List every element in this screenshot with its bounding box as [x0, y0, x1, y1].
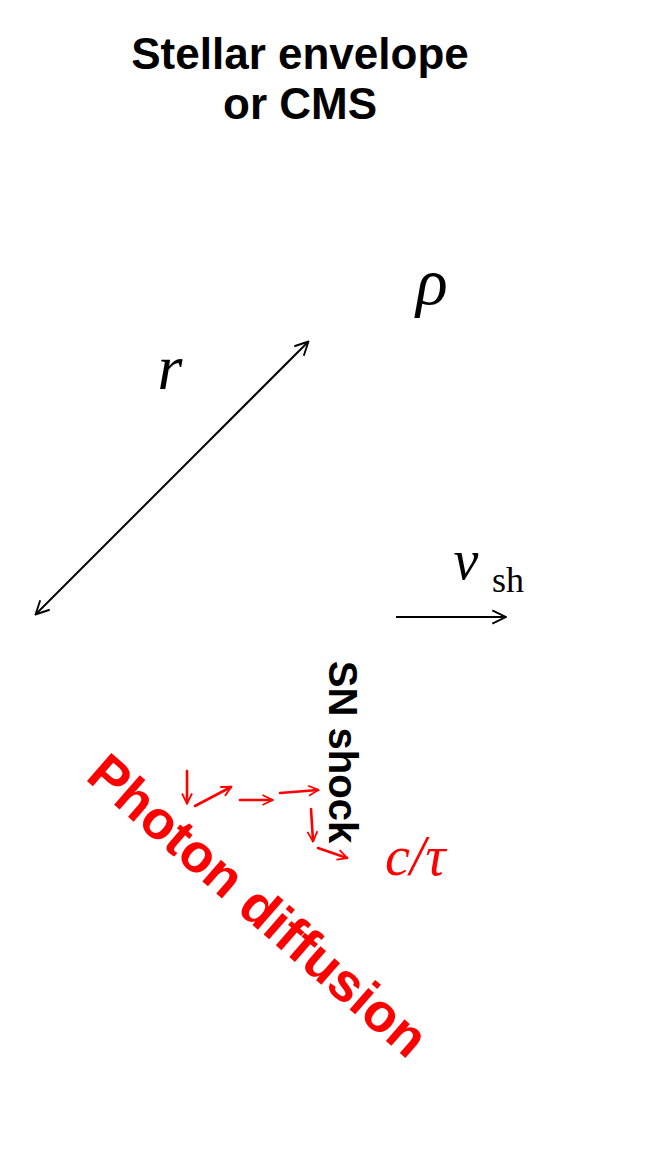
sn-core: SN shock — [0, 230, 390, 1010]
photon-step — [240, 799, 272, 802]
diffusion-speed: c/τ — [385, 828, 445, 884]
photon-step — [195, 787, 231, 806]
velocity-arrow — [396, 616, 505, 618]
velocity-subscript: sh — [492, 562, 524, 598]
velocity-symbol: v — [454, 532, 479, 588]
photon-step — [318, 848, 347, 858]
sn-core-outline — [0, 230, 390, 1010]
region-title: Stellar envelope or CMS — [120, 29, 480, 130]
radius-symbol: r — [158, 336, 183, 400]
shock-label: SN shock — [323, 661, 363, 843]
density-symbol: ρ — [416, 249, 448, 315]
photon-step — [311, 809, 313, 841]
sn-core-shape — [0, 230, 390, 1010]
photon-step — [186, 771, 189, 803]
photon-step — [280, 790, 318, 793]
process-label: Photon diffusion — [78, 744, 437, 1066]
